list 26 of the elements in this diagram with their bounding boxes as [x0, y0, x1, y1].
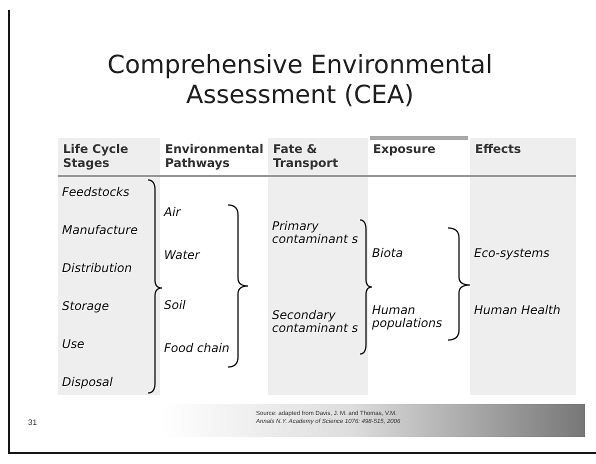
column-item: Air [164, 206, 182, 219]
column-item: Human Health [474, 304, 562, 317]
column-item: Biota [372, 247, 404, 260]
column-item: Primary contaminant s [272, 220, 358, 246]
column-item: Manufacture [62, 224, 139, 237]
column-heading: Fate & Transport [273, 142, 340, 170]
column-item: Eco-systems [474, 247, 550, 260]
column-item: Disposal [62, 376, 114, 389]
column-heading: Effects [475, 142, 522, 156]
column-heading: Life Cycle Stages [63, 142, 130, 170]
column-item: Human populations [372, 304, 444, 330]
column-item: Distribution [62, 262, 134, 275]
column-heading: Exposure [373, 142, 437, 156]
column-band [470, 138, 576, 395]
slide-title: Comprehensive Environmental Assessment (CEA) [106, 50, 494, 110]
column-heading: Environmental Pathways [165, 142, 265, 170]
page-number: 31 [28, 418, 37, 427]
column-item: Use [62, 338, 86, 351]
column-band [58, 138, 160, 395]
column-item: Food chain [164, 342, 231, 355]
column-item: Water [164, 249, 202, 262]
column-item: Feedstocks [62, 186, 130, 199]
column-item: Storage [62, 300, 110, 313]
column-band [268, 138, 368, 395]
column-item: Soil [164, 299, 187, 312]
column-item: Secondary contaminant s [272, 309, 358, 335]
